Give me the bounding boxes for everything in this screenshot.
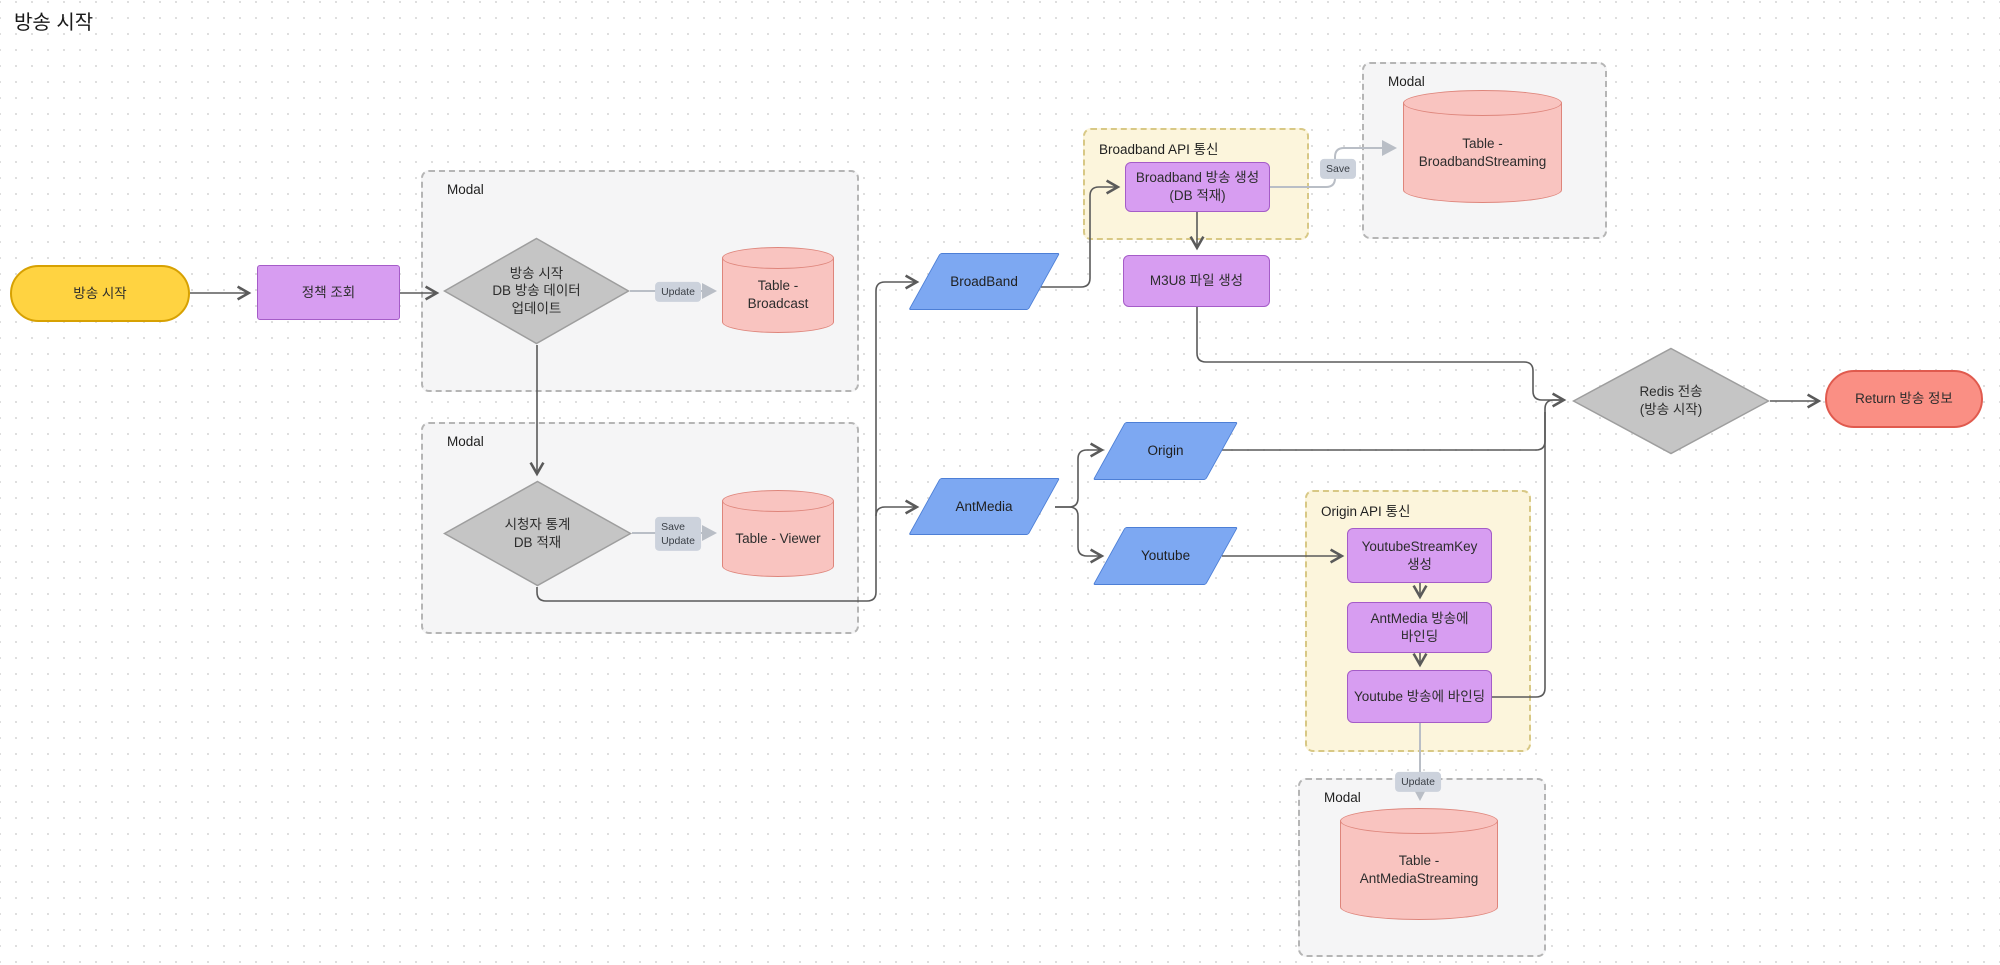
- return-node-label: Return 방송 정보: [1855, 391, 1953, 407]
- start-node[interactable]: 방송 시작: [10, 265, 190, 322]
- group-label: Origin API 통신: [1321, 504, 1411, 519]
- table-antmedia-streaming-label: Table - AntMediaStreaming: [1359, 853, 1479, 886]
- group-label: Modal: [447, 434, 484, 449]
- update-badge-broadcast: Update: [655, 281, 701, 303]
- page-title: 방송 시작: [14, 12, 94, 34]
- m3u8-label: M3U8 파일 생성: [1149, 273, 1244, 289]
- antmedia-bind-label: AntMedia 방송에 바인딩: [1370, 610, 1469, 644]
- diamond-shape: [443, 480, 632, 587]
- table-broadcast-db[interactable]: Table - Broadcast: [722, 247, 834, 333]
- broadcast-db-update-decision[interactable]: 방송 시작 DB 방송 데이터 업데이트: [443, 237, 630, 345]
- cylinder-body: Table - Viewer: [722, 501, 834, 577]
- table-viewer-label: Table - Viewer: [735, 530, 821, 546]
- policy-lookup-label: 정책 조회: [301, 284, 356, 300]
- cylinder-body: Table - Broadcast: [722, 258, 834, 333]
- redis-send-decision[interactable]: Redis 전송 (방송 시작): [1572, 347, 1770, 455]
- youtube-streamkey-label: YoutubeStreamKey 생성: [1361, 538, 1478, 572]
- group-label: Modal: [1388, 74, 1425, 89]
- group-label: Modal: [1324, 790, 1361, 805]
- diamond-shape: [1572, 347, 1770, 455]
- youtube-io-label: Youtube: [1140, 548, 1190, 564]
- table-viewer-db[interactable]: Table - Viewer: [722, 490, 834, 577]
- cylinder-top: [1403, 90, 1562, 116]
- table-broadband-streaming-db[interactable]: Table - BroadbandStreaming: [1403, 90, 1562, 203]
- cylinder-body: Table - AntMediaStreaming: [1340, 821, 1498, 920]
- save-badge-broadband: Save: [1320, 158, 1356, 180]
- youtube-bind-node[interactable]: Youtube 방송에 바인딩: [1347, 670, 1492, 723]
- start-node-label: 방송 시작: [73, 285, 127, 301]
- broadband-io-label: BroadBand: [950, 273, 1018, 289]
- m3u8-node[interactable]: M3U8 파일 생성: [1123, 255, 1270, 307]
- antmedia-io-label: AntMedia: [955, 498, 1013, 514]
- youtube-bind-label: Youtube 방송에 바인딩: [1353, 688, 1486, 704]
- cylinder-body: Table - BroadbandStreaming: [1403, 103, 1562, 203]
- origin-io-label: Origin: [1147, 443, 1184, 459]
- table-broadband-streaming-label: Table - BroadbandStreaming: [1418, 135, 1547, 169]
- broadband-create-node[interactable]: Broadband 방송 생성 (DB 적재): [1125, 162, 1270, 212]
- policy-lookup-node[interactable]: 정책 조회: [257, 265, 400, 320]
- table-antmedia-streaming-db[interactable]: Table - AntMediaStreaming: [1340, 808, 1498, 920]
- return-node[interactable]: Return 방송 정보: [1825, 370, 1983, 428]
- viewer-stats-decision[interactable]: 시청자 통계 DB 적재: [443, 480, 632, 587]
- group-label: Modal: [447, 182, 484, 197]
- cylinder-top: [722, 247, 834, 269]
- cylinder-top: [1340, 808, 1498, 834]
- antmedia-bind-node[interactable]: AntMedia 방송에 바인딩: [1347, 602, 1492, 653]
- update-badge-antmedia: Update: [1395, 771, 1441, 793]
- table-broadcast-label: Table - Broadcast: [747, 278, 809, 311]
- diamond-shape: [443, 237, 630, 345]
- cylinder-top: [722, 490, 834, 512]
- save-update-badge-viewer: Save Update: [655, 516, 701, 552]
- youtube-streamkey-node[interactable]: YoutubeStreamKey 생성: [1347, 528, 1492, 583]
- group-label: Broadband API 통신: [1099, 142, 1219, 157]
- broadband-create-label: Broadband 방송 생성 (DB 적재): [1135, 170, 1260, 203]
